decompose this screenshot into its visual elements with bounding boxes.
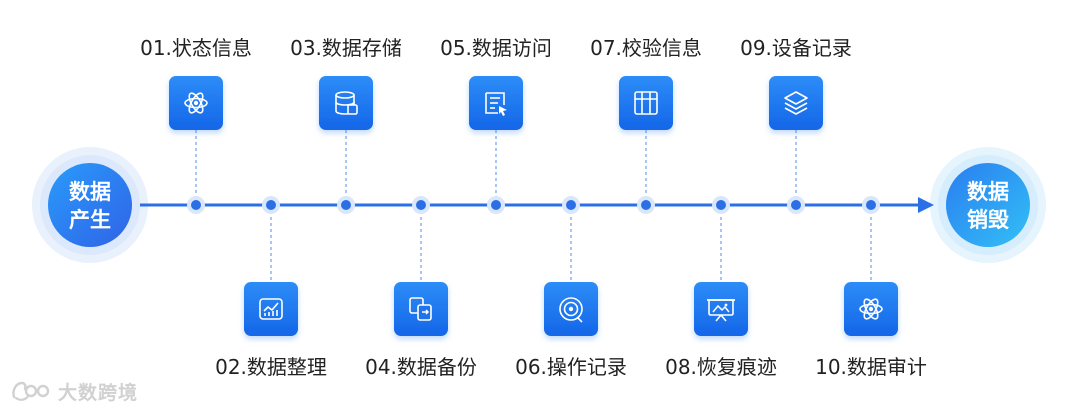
step-7 — [619, 76, 673, 214]
step-label: 04.数据备份 — [365, 355, 477, 379]
axis-node — [566, 200, 576, 210]
step-3 — [319, 76, 373, 214]
copy-icon — [409, 297, 432, 321]
end-node-line1: 数据 — [967, 180, 1009, 204]
start-node-label: 数据 产生 — [50, 178, 130, 234]
step-1 — [169, 76, 223, 214]
end-node-line2: 销毁 — [967, 208, 1009, 232]
step-6 — [544, 196, 598, 336]
axis-node — [866, 200, 876, 210]
layers-icon — [784, 91, 808, 115]
watermark: 大数跨境 — [10, 378, 138, 404]
axis-node — [416, 200, 426, 210]
step-label: 10.数据审计 — [815, 355, 927, 379]
step-label: 07.校验信息 — [590, 36, 702, 60]
axis-node — [341, 200, 351, 210]
document-cursor-icon — [485, 92, 507, 116]
line-chart-icon — [259, 298, 283, 320]
step-10 — [844, 196, 898, 336]
axis-node — [491, 200, 501, 210]
step-9 — [769, 76, 823, 214]
timeline-arrowhead — [918, 197, 934, 213]
axis-node — [191, 200, 201, 210]
step-label: 09.设备记录 — [740, 36, 852, 60]
atom-icon — [859, 298, 883, 320]
step-label: 05.数据访问 — [440, 36, 552, 60]
step-2 — [244, 196, 298, 336]
atom-icon — [184, 92, 208, 114]
step-icon-box — [769, 76, 823, 130]
step-label: 02.数据整理 — [215, 355, 327, 379]
step-4 — [394, 196, 448, 336]
axis-node — [641, 200, 651, 210]
watermark-text: 大数跨境 — [58, 381, 139, 404]
step-5 — [469, 76, 523, 214]
step-icon-box — [619, 76, 673, 130]
presentation-board-icon — [707, 299, 735, 322]
end-node-label: 数据 销毁 — [948, 178, 1028, 234]
axis-node — [266, 200, 276, 210]
end-node — [946, 163, 1030, 247]
watermark-logo-icon — [12, 381, 50, 401]
target-icon — [559, 297, 583, 323]
step-label: 01.状态信息 — [140, 36, 252, 60]
database-icon — [335, 91, 358, 115]
step-label: 03.数据存储 — [290, 36, 402, 60]
start-node — [48, 163, 132, 247]
step-label: 08.恢复痕迹 — [665, 355, 777, 379]
axis-node — [716, 200, 726, 210]
panels-icon — [634, 91, 658, 115]
step-icon-box — [319, 76, 373, 130]
start-node-line2: 产生 — [69, 208, 111, 232]
step-label: 06.操作记录 — [515, 355, 627, 379]
axis-node — [791, 200, 801, 210]
step-8 — [694, 196, 748, 336]
start-node-line1: 数据 — [69, 180, 111, 204]
